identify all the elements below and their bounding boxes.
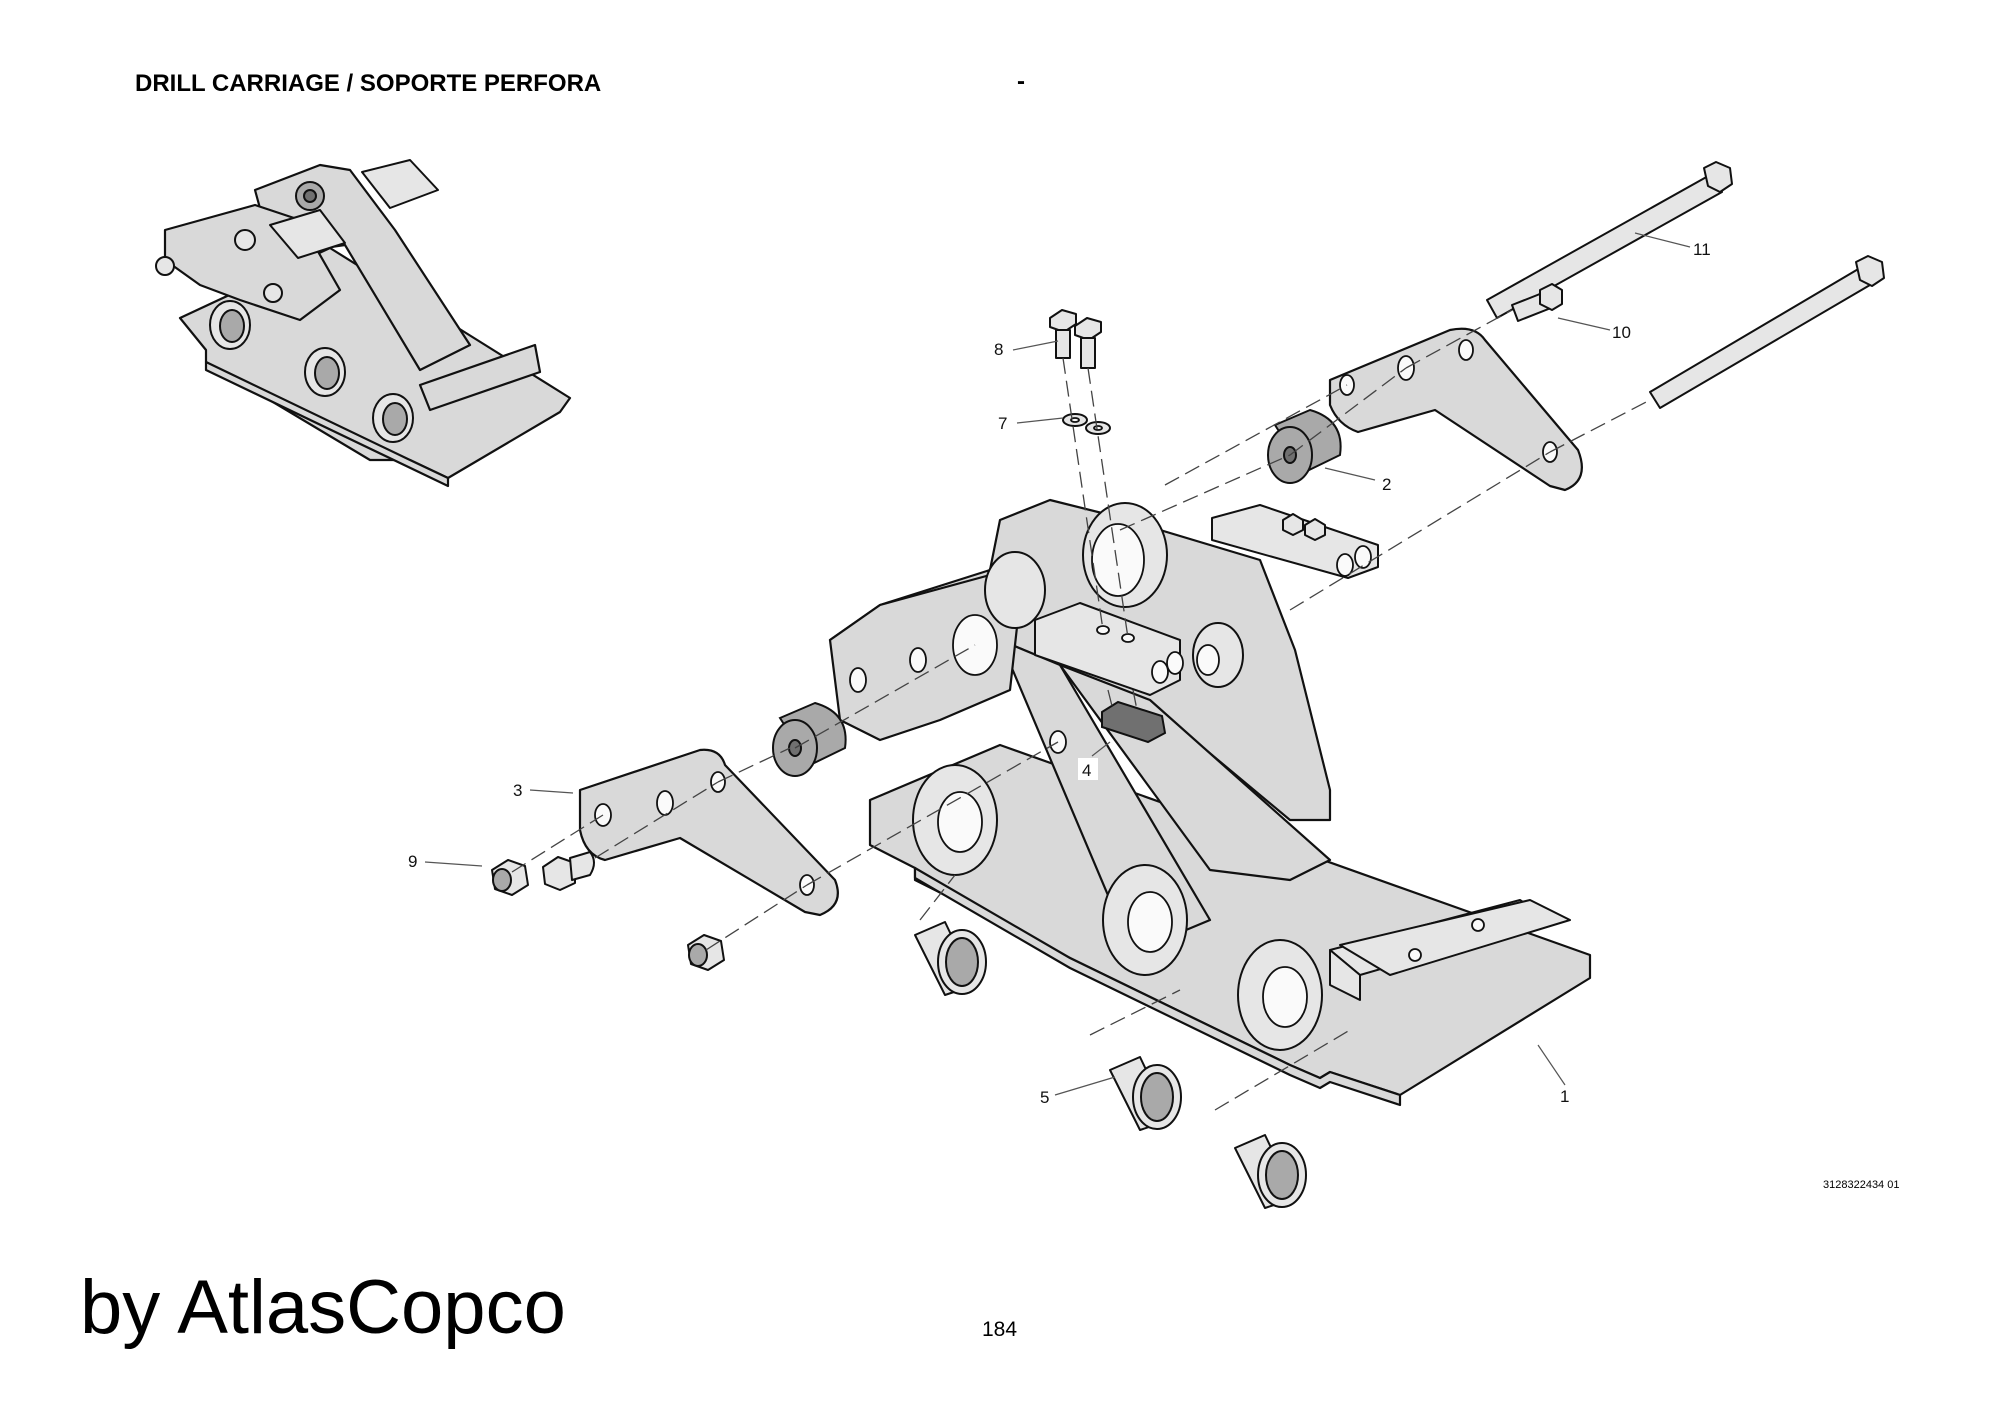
svg-text:9: 9 xyxy=(408,852,417,871)
part-9-lock-nuts xyxy=(491,859,725,971)
short-hex-bolt xyxy=(542,851,595,891)
overview-assembly-thumbnail xyxy=(155,159,572,488)
callout-11: 11 xyxy=(1634,232,1711,259)
callout-5: 5 xyxy=(1040,1076,1116,1107)
brand-watermark: by AtlasCopco xyxy=(80,1265,566,1350)
part-3-lower-bracket xyxy=(578,748,839,917)
part-8-hex-bolts xyxy=(1049,309,1102,369)
part-7-washers xyxy=(1062,413,1111,435)
callout-4: 4 xyxy=(1078,741,1111,780)
page-title: DRILL CARRIAGE / SOPORTE PERFORA xyxy=(135,70,602,97)
callout-1: 1 xyxy=(1537,1044,1569,1106)
callout-2: 2 xyxy=(1324,467,1391,494)
part-5-flanged-bushings xyxy=(914,921,1307,1209)
part-10-stub-bolt xyxy=(1511,283,1563,322)
svg-text:10: 10 xyxy=(1612,323,1631,342)
title-separator: - xyxy=(1017,68,1025,95)
callout-3: 3 xyxy=(513,781,574,800)
callout-8: 8 xyxy=(994,340,1059,359)
part-11-long-bolts xyxy=(1486,161,1885,409)
part-1-carriage-frame xyxy=(828,498,1592,1107)
callout-label: 1 xyxy=(1560,1087,1569,1106)
callout-10: 10 xyxy=(1557,317,1631,342)
svg-text:3: 3 xyxy=(513,781,522,800)
svg-text:4: 4 xyxy=(1082,761,1091,780)
part-2-rubber-bushing-upper xyxy=(1267,408,1342,484)
rubber-bushing-lower xyxy=(772,701,847,777)
svg-text:7: 7 xyxy=(998,414,1007,433)
page-number: 184 xyxy=(982,1318,1018,1341)
svg-text:11: 11 xyxy=(1693,240,1711,259)
callout-7: 7 xyxy=(998,414,1064,433)
svg-text:8: 8 xyxy=(994,340,1003,359)
callout-9: 9 xyxy=(408,852,483,871)
part-4-clamp-block xyxy=(1101,700,1167,744)
svg-text:5: 5 xyxy=(1040,1088,1049,1107)
upper-bracket xyxy=(1328,327,1583,492)
drawing-number: 3128322434 01 xyxy=(1823,1179,1900,1191)
svg-text:2: 2 xyxy=(1382,475,1391,494)
assembly-guide-lines xyxy=(511,309,1651,1111)
